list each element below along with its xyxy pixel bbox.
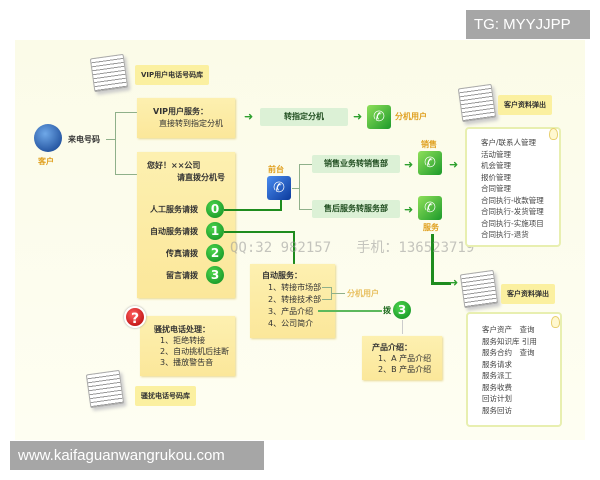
menu-item-label: 自动服务请拨 <box>150 227 198 236</box>
crm-service-list: 客户资产 查询 服务知识库 引用 服务合约 查询 服务请求 服务派工 服务收费 … <box>466 312 562 427</box>
harass-title: 骚扰电话处理： <box>154 325 210 334</box>
auto-item: 1、转接市场部 <box>268 283 322 292</box>
menu-item-label: 人工服务请拨 <box>150 205 198 214</box>
key-3-badge: 3 <box>393 301 411 319</box>
crm-sales-list: 客户/联系人管理 活动管理 机会管理 报价管理 合同管理 合同执行-收款管理 合… <box>465 127 561 247</box>
harass-item: 2、自动挑机后挂断 <box>160 347 230 356</box>
service-route-box: 售后服务转服务部 <box>312 200 400 218</box>
product-item: 1、A 产品介绍 <box>378 354 432 363</box>
vip-service-title: VIP用户服务： <box>153 107 209 116</box>
key-2-badge: 2 <box>206 244 224 262</box>
customer-label: 客户 <box>38 157 54 166</box>
tg-watermark: TG: MYYJJPP <box>466 10 590 39</box>
sales-phone-icon: ✆ <box>418 151 442 175</box>
document-icon <box>85 369 125 409</box>
harass-db-label: 骚扰电话号码库 <box>135 386 196 406</box>
service-phone-icon: ✆ <box>418 196 442 220</box>
question-icon: ? <box>124 306 146 328</box>
arrow-right-icon: ➜ <box>449 158 459 171</box>
product-item: 2、B 产品介绍 <box>378 365 432 374</box>
list-item: 合同执行-实施项目 <box>481 218 544 228</box>
list-item: 合同执行-收款管理 <box>481 195 544 205</box>
popup1-label: 客户资料弹出 <box>498 95 552 115</box>
sales-route-box: 销售业务转销售部 <box>312 155 400 173</box>
harass-item: 1、拒绝转接 <box>160 336 206 345</box>
list-item: 机会管理 <box>481 161 511 170</box>
greeting: 您好！××公司 <box>147 161 201 170</box>
menu-item-label: 留言请拨 <box>166 271 198 280</box>
list-item: 合同执行-退货 <box>481 230 529 239</box>
auto-item: 4、公司简介 <box>268 319 314 328</box>
transfer-extension-box: 转指定分机 <box>260 108 348 126</box>
list-item: 服务合约 查询 <box>482 348 535 357</box>
site-watermark: www.kaifaguanwangrukou.com <box>10 441 264 470</box>
reception-label: 前台 <box>268 165 284 174</box>
auto-service-title: 自动服务： <box>262 271 302 280</box>
globe-icon <box>34 124 62 152</box>
product-intro-box: 产品介绍： 1、A 产品介绍 2、B 产品介绍 <box>362 336 442 380</box>
contact-watermark: QQ:32 982157 手机：136523719 <box>230 240 475 256</box>
reception-phone-icon: ✆ <box>267 176 291 200</box>
list-item: 服务请求 <box>482 359 512 369</box>
document-icon <box>457 83 497 123</box>
lightbulb-icon <box>551 316 560 328</box>
service-label: 服务 <box>423 223 439 232</box>
list-item: 服务派工 <box>482 371 512 380</box>
key-1-badge: 1 <box>206 222 224 240</box>
extension-user-label: 分机用户 <box>395 112 427 121</box>
product-title: 产品介绍： <box>372 343 412 352</box>
arrow-right-icon: ➜ <box>353 110 363 123</box>
list-item: 客户资产 查询 <box>482 325 535 334</box>
list-item: 合同执行-发货管理 <box>481 207 544 216</box>
harass-item: 3、播放警告音 <box>160 358 214 367</box>
list-item: 服务知识库 引用 <box>482 336 537 346</box>
list-item: 服务收费 <box>482 382 512 392</box>
auto-extension-label: 分机用户 <box>347 289 379 298</box>
sales-label: 销售 <box>421 140 437 149</box>
list-item: 服务回访 <box>482 405 512 415</box>
arrow-right-icon: ➜ <box>404 158 414 171</box>
vip-service-text: 直接转到指定分机 <box>159 119 223 128</box>
list-item: 活动管理 <box>481 149 511 159</box>
document-icon <box>89 53 129 93</box>
incoming-number-label: 来电号码 <box>68 135 100 144</box>
auto-item: 2、转接技术部 <box>268 295 322 304</box>
popup2-label: 客户资料弹出 <box>501 284 555 304</box>
vip-service-box: VIP用户服务： 直接转到指定分机 <box>137 98 235 138</box>
document-icon <box>459 269 499 309</box>
list-item: 报价管理 <box>481 172 511 182</box>
auto-item: 3、产品介绍 <box>268 307 314 316</box>
list-item: 回访计划 <box>482 394 512 403</box>
menu-item-label: 传真请拨 <box>166 249 198 258</box>
dial-label: 拨 <box>383 306 391 315</box>
lightbulb-icon <box>549 128 558 140</box>
key-3-badge: 3 <box>206 266 224 284</box>
arrow-right-icon: ➜ <box>449 276 459 289</box>
list-item: 客户/联系人管理 <box>481 138 537 147</box>
arrow-right-icon: ➜ <box>244 110 254 123</box>
auto-service-box: 自动服务： 1、转接市场部 2、转接技术部 3、产品介绍 4、公司简介 <box>250 264 335 338</box>
phone-icon: ✆ <box>367 105 391 129</box>
arrow-right-icon: ➜ <box>404 203 414 216</box>
key-0-badge: 0 <box>206 200 224 218</box>
vip-db-label: VIP用户电话号码库 <box>135 65 210 85</box>
prompt: 请直拨分机号 <box>177 173 225 182</box>
harassment-box: 骚扰电话处理： 1、拒绝转接 2、自动挑机后挂断 3、播放警告音 <box>140 316 235 376</box>
list-item: 合同管理 <box>481 184 511 193</box>
